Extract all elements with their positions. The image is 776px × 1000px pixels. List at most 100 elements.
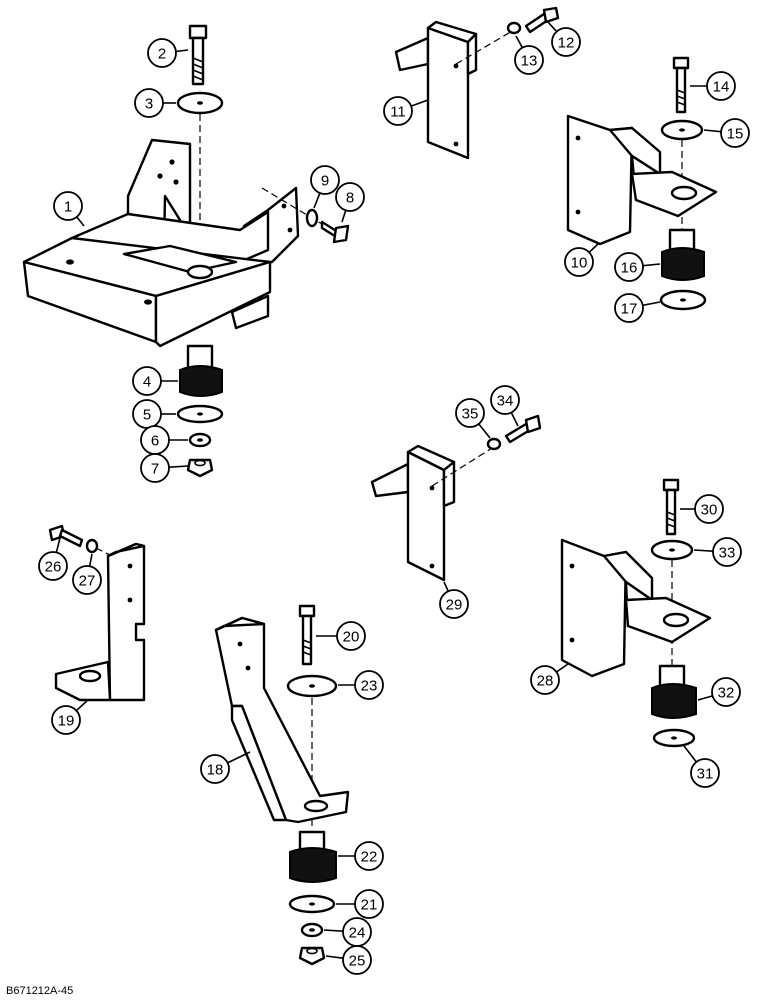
callout-bubble-26 [38,551,68,581]
callout-bubble-29 [439,589,469,619]
callout-leader-9 [313,192,321,209]
bracket-part-29 [370,414,542,582]
callout-leader-1 [76,216,85,227]
callout-leader-27 [88,553,93,567]
callout-34: 34 [490,385,520,427]
callout-leader-33 [693,549,714,552]
callout-32: 32 [697,677,741,707]
callout-bubble-13 [514,45,544,75]
callout-leader-32 [697,695,713,701]
callout-14: 14 [690,71,736,101]
callout-number-12: 12 [558,35,575,52]
callout-number-28: 28 [537,673,554,690]
callout-number-14: 14 [713,79,730,96]
callout-10: 10 [564,243,599,277]
callout-bubble-2 [147,38,177,68]
callout-bubble-21 [354,889,384,919]
callout-24: 24 [323,917,372,947]
callout-number-16: 16 [621,260,638,277]
bracket-28-assembly [560,478,712,748]
callout-leader-31 [683,745,698,763]
callout-bubble-23 [354,670,384,700]
callout-bubble-34 [490,385,520,415]
callout-number-25: 25 [349,953,366,970]
callout-7: 7 [140,453,189,483]
bracket-18-assembly [214,604,350,966]
callout-bubble-33 [712,537,742,567]
callout-bubble-20 [336,621,366,651]
callout-leader-10 [588,243,599,253]
callout-number-1: 1 [64,199,72,216]
main-mount-bracket-assembly [22,24,350,478]
callout-leader-7 [168,465,189,468]
callout-leader-25 [325,955,344,960]
callout-number-34: 34 [497,393,514,410]
bolt-part-8 [320,220,350,244]
callout-number-32: 32 [718,685,735,702]
callout-13: 13 [514,35,544,75]
bolt-part-26 [48,524,84,548]
lock-washer-part-35 [486,437,502,451]
callout-35: 35 [455,398,491,439]
callout-17: 17 [614,293,661,323]
callout-leader-18 [227,751,251,764]
callout-number-9: 9 [321,173,329,190]
callout-21: 21 [336,889,384,919]
bolt-part-2 [188,24,208,86]
callout-number-15: 15 [727,126,744,143]
bracket-part-11 [394,6,560,160]
callout-number-18: 18 [207,762,224,779]
callout-bubble-9 [310,165,340,195]
callout-number-10: 10 [571,255,588,272]
callout-number-13: 13 [521,53,538,70]
callout-26: 26 [38,537,68,581]
callout-31: 31 [683,745,720,788]
callout-number-20: 20 [343,629,360,646]
callout-number-5: 5 [143,407,151,424]
nut-part-7 [186,458,214,478]
callout-bubble-30 [694,494,724,524]
callout-bubble-25 [342,945,372,975]
callout-18: 18 [200,751,251,784]
nut-part-25 [298,946,326,966]
callout-bubble-27 [72,565,102,595]
bolt-part-14 [672,56,690,114]
lock-washer-part-9 [305,208,319,228]
callout-number-26: 26 [45,559,62,576]
callout-number-6: 6 [151,433,159,450]
callout-number-2: 2 [158,46,166,63]
callout-27: 27 [72,553,102,595]
callout-number-22: 22 [361,849,378,866]
bolt-part-34 [504,414,542,444]
callout-15: 15 [703,118,750,148]
rubber-mount-part-22 [289,830,337,883]
callout-bubble-32 [711,677,741,707]
callout-bubble-14 [706,71,736,101]
bolt-part-20 [298,604,316,666]
figure-reference-code: B671212A-45 [6,985,73,997]
bracket-part-18 [214,616,350,824]
callout-bubble-15 [720,118,750,148]
callout-3: 3 [134,88,176,118]
callout-28: 28 [530,663,569,695]
callout-4: 4 [132,366,178,396]
callout-bubble-22 [354,841,384,871]
callout-bubble-4 [132,366,162,396]
callout-number-17: 17 [621,301,638,318]
bracket-19-assembly [48,524,146,702]
callout-leader-13 [515,35,524,49]
rubber-mount-part-4 [179,344,223,397]
callout-leader-28 [556,663,569,673]
callout-leader-12 [547,21,558,33]
callout-bubble-12 [551,27,581,57]
callout-number-24: 24 [349,925,366,942]
bolt-part-12 [524,6,560,34]
callout-33: 33 [693,537,742,567]
callout-number-35: 35 [462,406,479,423]
callout-leader-26 [55,537,61,553]
callout-number-19: 19 [58,713,75,730]
callout-number-21: 21 [361,897,378,914]
callout-number-29: 29 [446,597,463,614]
callout-9: 9 [310,165,340,209]
callout-leader-2 [175,49,189,53]
